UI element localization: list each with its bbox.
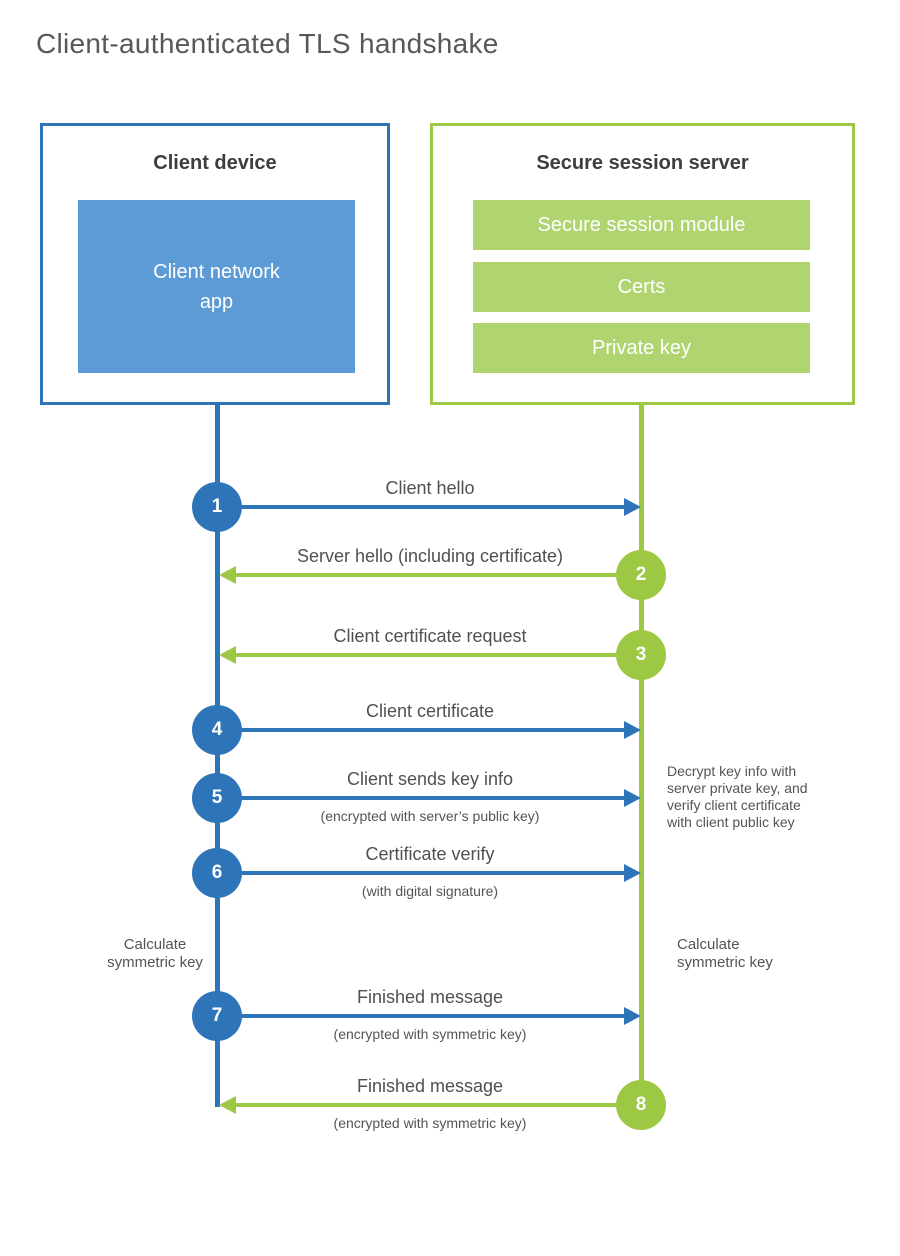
arrowhead-left-icon — [219, 646, 236, 664]
step-number: 3 — [635, 644, 647, 665]
message-label: Client certificate — [365, 701, 495, 721]
calculate-line: Calculate — [677, 936, 740, 953]
step-circle: 4 — [192, 705, 242, 755]
step-number: 8 — [635, 1094, 647, 1115]
step-number: 6 — [211, 862, 223, 883]
step-number: 4 — [211, 719, 223, 740]
server-title: Secure session server — [536, 152, 749, 174]
decrypt-note-line: server private key, and — [667, 780, 808, 796]
arrow-shaft — [242, 505, 624, 509]
arrow-shaft — [236, 573, 616, 577]
calculate-line: Calculate — [123, 936, 187, 953]
arrowhead-right-icon — [624, 721, 641, 739]
step-circle: 8 — [616, 1080, 666, 1130]
client-app-label-line2: app — [199, 290, 234, 313]
arrow-shaft — [242, 728, 624, 732]
calculate-line: symmetric key — [677, 954, 773, 971]
arrowhead-right-icon — [624, 789, 641, 807]
arrowhead-right-icon — [624, 864, 641, 882]
calculate-symmetric-key-right: Calculate symmetric key — [677, 936, 773, 972]
arrowhead-right-icon — [624, 1007, 641, 1025]
client-device-box: Client device Client network app — [40, 123, 390, 405]
message-sublabel: (encrypted with symmetric key) — [333, 1026, 527, 1042]
message-sublabel: (encrypted with server’s public key) — [320, 808, 540, 824]
step-circle: 2 — [616, 550, 666, 600]
calculate-symmetric-key-left: Calculate symmetric key — [85, 936, 225, 972]
server-module-certs: Certs — [473, 262, 810, 312]
message-sublabel: (encrypted with symmetric key) — [333, 1115, 527, 1131]
step-circle: 5 — [192, 773, 242, 823]
message-label: Client hello — [385, 478, 475, 498]
message-label: Finished message — [356, 1076, 504, 1096]
step-circle: 3 — [616, 630, 666, 680]
message-sublabel: (with digital signature) — [361, 883, 499, 899]
page-title: Client-authenticated TLS handshake — [36, 28, 499, 59]
server-module-secure-session: Secure session module — [473, 200, 810, 250]
step-number: 7 — [211, 1005, 223, 1026]
arrowhead-right-icon — [624, 498, 641, 516]
decrypt-note-line: verify client certificate — [667, 797, 801, 813]
server-module-private-key: Private key — [473, 323, 810, 373]
arrow-shaft — [236, 653, 616, 657]
message-label: Client certificate request — [333, 626, 527, 646]
step-number: 1 — [211, 496, 223, 517]
client-lifeline — [215, 405, 220, 1107]
step-circle: 7 — [192, 991, 242, 1041]
message-label: Certificate verify — [365, 844, 495, 864]
step-circle: 6 — [192, 848, 242, 898]
arrow-shaft — [242, 871, 624, 875]
decrypt-note: Decrypt key info with server private key… — [667, 763, 808, 831]
arrow-shaft — [242, 1014, 624, 1018]
server-lifeline — [639, 405, 644, 1105]
client-network-app-box: Client network app — [78, 200, 355, 373]
arrow-shaft — [236, 1103, 616, 1107]
calculate-line: symmetric key — [107, 954, 203, 971]
arrow-shaft — [242, 796, 624, 800]
message-label: Finished message — [356, 987, 504, 1007]
client-device-title: Client device — [153, 152, 277, 174]
decrypt-note-line: Decrypt key info with — [667, 763, 797, 779]
step-circle: 1 — [192, 482, 242, 532]
arrowhead-left-icon — [219, 1096, 236, 1114]
message-label: Server hello (including certificate) — [296, 546, 564, 566]
decrypt-note-line: with client public key — [667, 814, 795, 830]
message-label: Client sends key info — [346, 769, 514, 789]
arrowhead-left-icon — [219, 566, 236, 584]
step-number: 5 — [211, 787, 223, 808]
step-number: 2 — [635, 564, 647, 585]
client-app-label-line1: Client network — [153, 260, 280, 283]
secure-session-server-box: Secure session server Secure session mod… — [430, 123, 855, 405]
